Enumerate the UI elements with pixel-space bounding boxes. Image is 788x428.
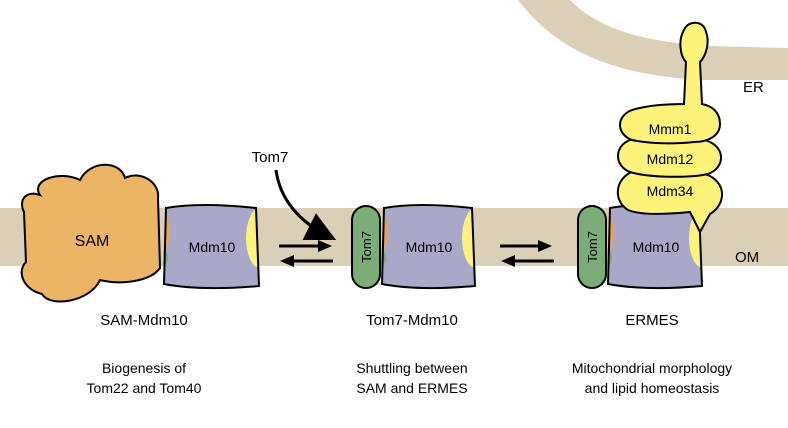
equilibrium-arrows-1 <box>279 240 333 267</box>
complex-name: ERMES <box>625 312 678 329</box>
free-tom7-label: Tom7 <box>252 149 289 166</box>
om-label: OM <box>735 249 759 266</box>
tom7-mdm10-complex: Tom7 Mdm10 Tom7-Mdm10 Shuttling between … <box>351 204 477 396</box>
tom7-protein: Tom7 <box>577 205 607 289</box>
sam-shape <box>20 163 162 303</box>
mdm10-label: Mdm10 <box>406 239 453 255</box>
function-line-2: Tom22 and Tom40 <box>87 380 202 396</box>
function-line-2: and lipid homeostasis <box>585 380 720 396</box>
er-label: ER <box>743 79 764 96</box>
free-tom7: Tom7 <box>252 149 337 241</box>
er-membrane: ER <box>518 0 788 96</box>
tom7-label: Tom7 <box>585 231 600 263</box>
mdm10-protein: Mdm10 <box>162 204 261 290</box>
mdm10-protein: Mdm10 <box>380 204 477 290</box>
function-line-1: Mitochondrial morphology <box>572 360 732 376</box>
equilibrium-arrows-2 <box>500 240 554 267</box>
complex-name: Tom7-Mdm10 <box>366 312 458 329</box>
tom7-label: Tom7 <box>359 231 374 263</box>
ermes-complex: Tom7 Mdm10 Mdm34 Mdm12 Mmm1 ERMES <box>572 21 732 396</box>
mdm34-protein: Mdm34 <box>617 166 723 235</box>
insertion-arrow <box>274 169 337 241</box>
mmm1-label: Mmm1 <box>649 121 692 137</box>
tom7-protein: Tom7 <box>351 205 381 289</box>
mdm12-protein: Mdm12 <box>617 134 722 178</box>
function-line-2: SAM and ERMES <box>356 380 467 396</box>
mdm34-label: Mdm34 <box>647 183 694 199</box>
complex-name: SAM-Mdm10 <box>100 312 188 329</box>
mdm10-label: Mdm10 <box>633 239 680 255</box>
sam-mdm10-complex: SAM Mdm10 SAM-Mdm10 Biogenesis of Tom22 … <box>20 163 261 396</box>
mmm1-protein: Mmm1 <box>619 21 722 145</box>
function-line-1: Biogenesis of <box>102 360 186 376</box>
function-line-1: Shuttling between <box>356 360 467 376</box>
mdm12-label: Mdm12 <box>647 151 694 167</box>
mdm10-label: Mdm10 <box>189 239 236 255</box>
sam-label: SAM <box>75 233 110 250</box>
